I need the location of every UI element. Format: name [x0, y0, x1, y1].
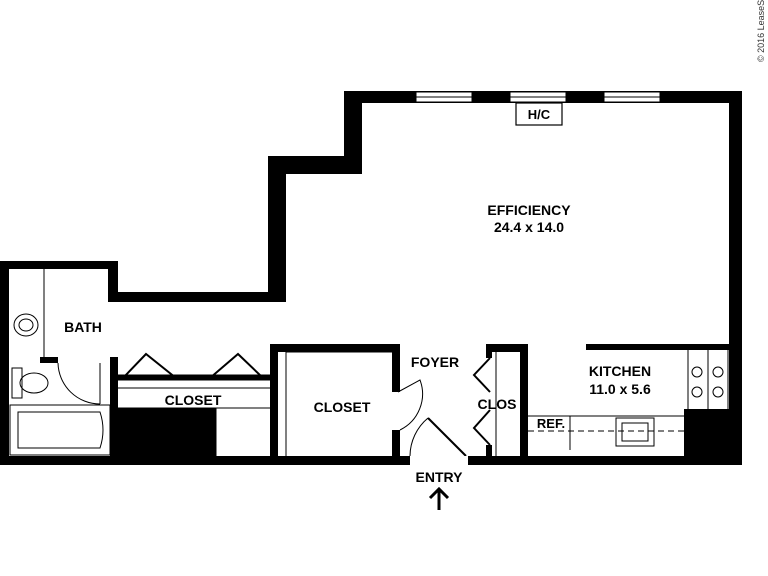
- wall-left: [0, 261, 9, 465]
- wall-clos-left: [486, 344, 492, 358]
- wall-kitchen-divider: [586, 344, 729, 350]
- hc-unit: H/C: [515, 102, 563, 126]
- walls: [0, 91, 742, 465]
- wall-step-horizontal-1: [268, 156, 362, 174]
- wall-step-vertical-1: [344, 91, 362, 174]
- closet-hall-name: CLOSET: [165, 392, 222, 408]
- bifold-door-1: [123, 352, 177, 379]
- middle-closet: [285, 351, 424, 456]
- entry-arrow-icon: [428, 486, 450, 510]
- kitchen-name: KITCHEN: [589, 363, 651, 379]
- clos-bifold-door-2: [472, 409, 491, 446]
- efficiency-name: EFFICIENCY: [487, 202, 571, 218]
- kitchen-fixtures: [528, 350, 729, 450]
- wall-middle-closet-right-lower: [392, 430, 400, 458]
- wall-middle-closet-left: [270, 344, 278, 458]
- wall-bath-closet-divider: [110, 357, 118, 458]
- wall-step-vertical-3: [108, 261, 118, 302]
- bath-name: BATH: [64, 319, 102, 335]
- clos-closet: [472, 352, 497, 456]
- ref-label: REF.: [537, 416, 565, 431]
- wall-bottom: [0, 456, 742, 465]
- clos-bifold-door-1: [472, 357, 491, 393]
- bath-sink-icon: [13, 313, 39, 337]
- wall-right: [729, 91, 742, 465]
- toilet-bowl-icon: [19, 372, 49, 394]
- closet-middle-name: CLOSET: [314, 399, 371, 415]
- bathtub-icon: [9, 404, 111, 456]
- hall-closet: [117, 352, 271, 456]
- foyer-name: FOYER: [411, 354, 459, 370]
- wall-step-vertical-2: [268, 156, 286, 302]
- wall-middle-closet-top: [270, 344, 398, 352]
- windows: [415, 91, 661, 103]
- entry-label: ENTRY: [416, 469, 464, 485]
- hc-label: H/C: [528, 107, 551, 122]
- bath-door-swing: [57, 362, 101, 405]
- efficiency-dims: 24.4 x 14.0: [494, 219, 564, 235]
- bifold-door-2: [209, 352, 263, 379]
- kitchen-dims: 11.0 x 5.6: [589, 381, 651, 397]
- entry-door: [409, 417, 468, 465]
- bath-fixtures: [9, 269, 111, 456]
- clos-name: CLOS: [478, 396, 517, 412]
- wall-step-horizontal-2: [108, 292, 286, 302]
- closet-door-swing: [397, 379, 424, 431]
- wall-clos-right: [520, 344, 528, 458]
- wall-kitchen-mass: [684, 409, 729, 458]
- wall-stub-closet-left: [110, 357, 118, 363]
- copyright-text: © 2016 LeaseS: [756, 0, 766, 62]
- wall-bath-top: [0, 261, 118, 269]
- wall-middle-closet-right: [392, 344, 400, 392]
- entry-door-swing: [409, 417, 429, 457]
- wall-stub-bath-door: [40, 357, 58, 363]
- toilet-tank-icon: [11, 367, 23, 399]
- stove-burner-icon: [691, 366, 703, 378]
- wall-mass-left: [118, 408, 216, 458]
- kitchen-sink-icon: [615, 417, 655, 447]
- wall-clos-top: [486, 344, 528, 352]
- wall-clos-left-lower: [486, 445, 492, 458]
